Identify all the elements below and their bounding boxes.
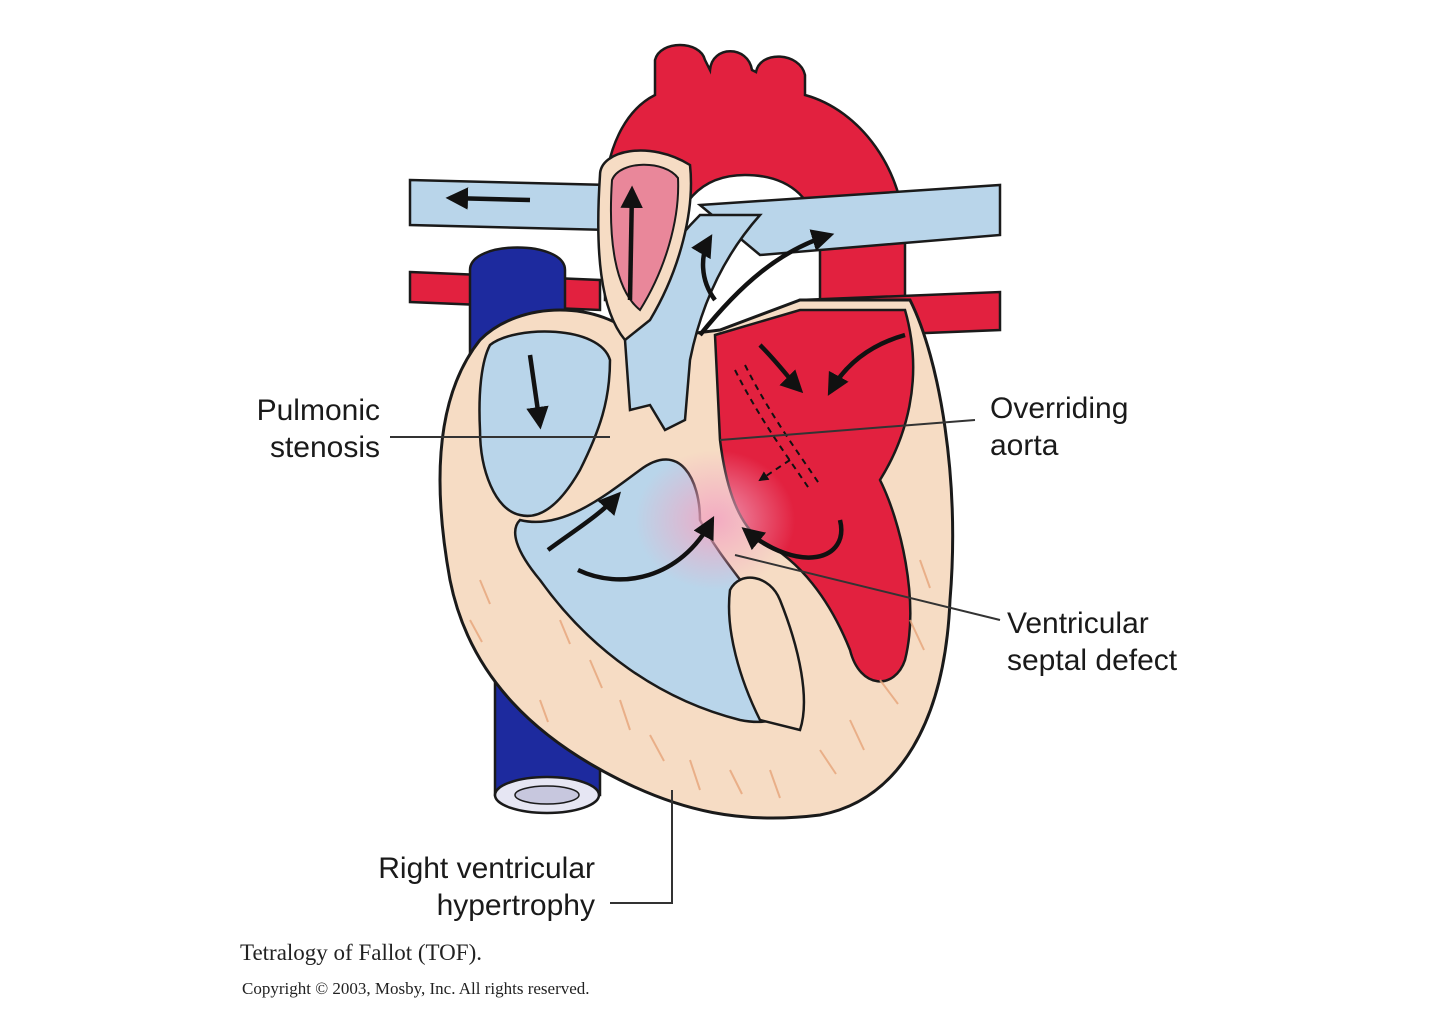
dashed-septum-outline [734,364,821,491]
label-overriding-aorta-line2: aorta [990,429,1059,462]
blood-flow-arrows [445,185,906,582]
vsd-mixing-zone [635,450,795,590]
label-pulmonic-stenosis-line2: stenosis [269,431,380,464]
label-overriding-aorta: Overriding aorta [990,390,1128,464]
label-rvh-line1: Right ventricular [378,852,595,885]
leader-lines [390,419,1001,904]
pulmonary-artery-left [408,178,612,232]
muscle-striations [469,559,931,799]
label-pulmonic-stenosis: Pulmonic stenosis [210,392,380,466]
label-right-ventricular-hypertrophy: Right ventricular hypertrophy [330,850,595,924]
label-vsd-line1: Ventricular [1007,607,1149,640]
septum [727,576,806,732]
label-ventricular-septal-defect: Ventricular septal defect [1007,605,1177,679]
figure-caption: Tetralogy of Fallot (TOF). [240,940,482,965]
label-overriding-aorta-line1: Overriding [990,392,1129,425]
copyright-notice: Copyright © 2003, Mosby, Inc. All rights… [242,979,590,998]
label-pulmonic-stenosis-line1: Pulmonic [256,394,380,427]
label-vsd-line2: septal defect [1007,644,1178,677]
label-rvh-line2: hypertrophy [436,889,595,922]
